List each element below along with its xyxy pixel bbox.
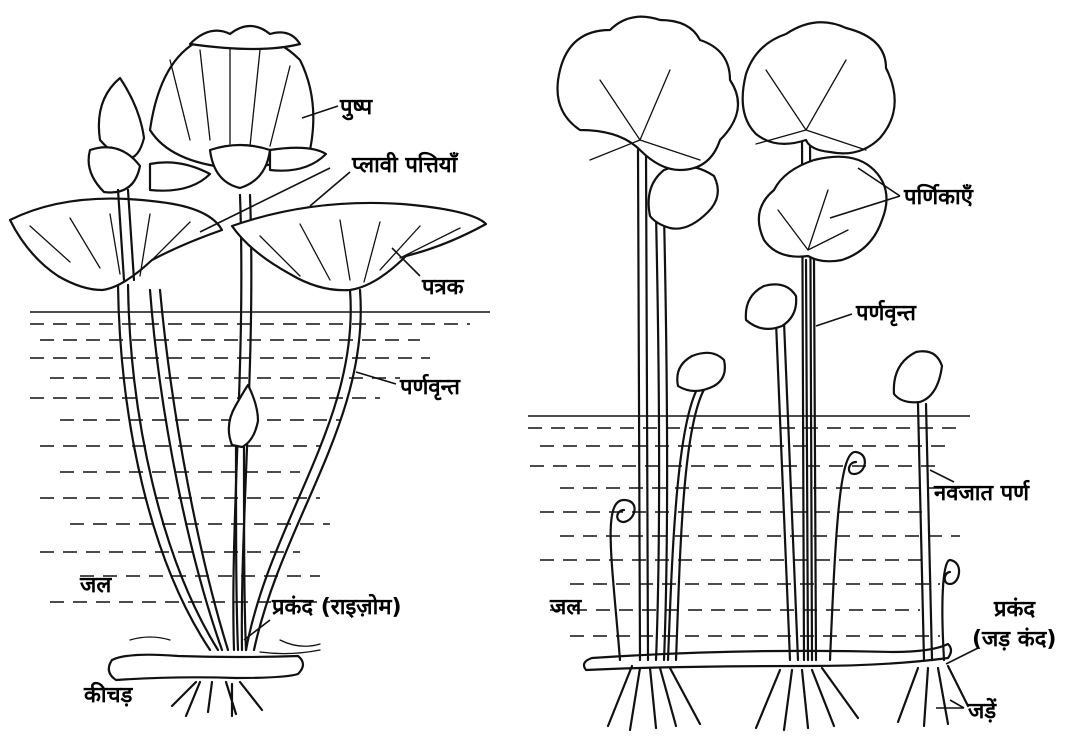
lotus-water-lines xyxy=(30,312,490,602)
lotus-label-lamina: पत्रक xyxy=(421,275,465,300)
lotus-bud xyxy=(229,385,258,447)
marsilea-label-roots: जड़ें xyxy=(967,697,997,724)
lotus-label-mud: कीचड़ xyxy=(83,681,134,708)
lotus-label-water: जल xyxy=(79,573,112,598)
lotus-floating-leaves xyxy=(10,199,486,291)
marsilea-label-water: जल xyxy=(549,595,582,620)
lotus-label-petiole: पर्णवृन्त xyxy=(399,373,461,401)
lotus-rhizome xyxy=(109,655,303,716)
marsilea-figure: पर्णिकाएँ पर्णवृन्त नवजात पर्ण जल प्रकंद… xyxy=(528,17,1056,730)
marsilea-roots xyxy=(608,666,968,730)
marsilea-label-rhizome-line1: प्रकंद xyxy=(993,597,1036,622)
lotus-label-floating-leaves: प्लावी पत्तियाँ xyxy=(351,151,459,178)
marsilea-petiole-leader xyxy=(816,314,852,326)
marsilea-label-petiole: पर्णवृन्त xyxy=(855,299,917,327)
marsilea-label-rhizome-line2: (जड़ कंद) xyxy=(972,627,1056,652)
marsilea-water-lines xyxy=(528,416,970,636)
marsilea-label-leaflets: पर्णिकाएँ xyxy=(903,183,974,210)
lotus-label-flower: पुष्प xyxy=(339,95,374,121)
marsilea-clover-leaves xyxy=(558,17,895,262)
lotus-label-rhizome: प्रकंद (राइज़ोम) xyxy=(271,593,402,620)
marsilea-roots-leader xyxy=(936,700,964,708)
lotus-figure: पुष्प प्लावी पत्तियाँ पत्रक पर्णवृन्त जल… xyxy=(10,26,490,716)
marsilea-label-young-leaf: नवजात पर्ण xyxy=(933,479,1030,506)
